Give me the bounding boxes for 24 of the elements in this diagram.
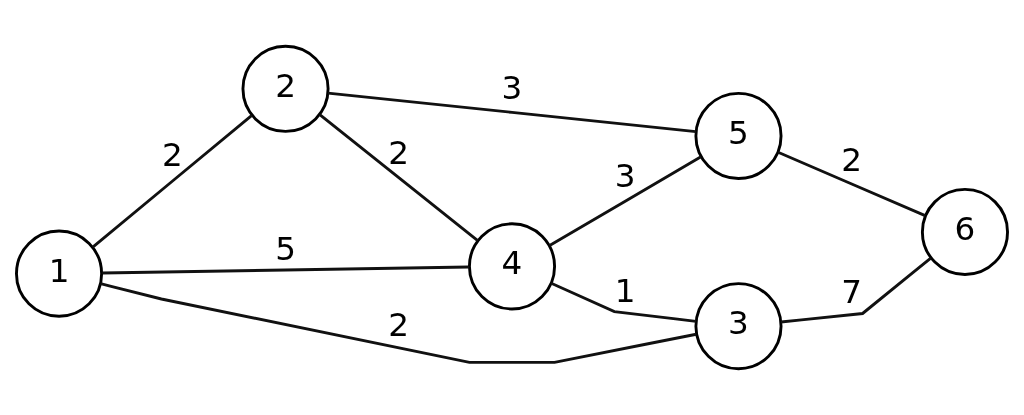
- node-circle: 2: [241, 44, 330, 133]
- node-circle: 6: [920, 187, 1009, 276]
- connector: [777, 150, 926, 217]
- connector: [91, 114, 253, 249]
- edge-label: 7: [841, 273, 863, 312]
- edge-label: 2: [841, 141, 863, 180]
- edge-label: 5: [275, 229, 296, 268]
- edge-label: 2: [388, 133, 410, 172]
- connector: [100, 282, 697, 364]
- node-circle: 5: [694, 91, 783, 180]
- connector: [327, 91, 696, 134]
- node-circle: 4: [467, 222, 557, 311]
- connector: [102, 265, 469, 275]
- connector: [548, 155, 702, 247]
- edge-label: 2: [161, 135, 183, 174]
- connector: [318, 113, 479, 242]
- node-circle: 1: [15, 229, 104, 318]
- edge-label: 3: [501, 68, 523, 107]
- node-circle: 3: [694, 282, 783, 371]
- edge-label: 3: [614, 157, 636, 196]
- connector: [550, 281, 697, 323]
- edge-label: 2: [388, 305, 410, 344]
- connector: [780, 257, 932, 324]
- edge-label: 1: [614, 271, 636, 310]
